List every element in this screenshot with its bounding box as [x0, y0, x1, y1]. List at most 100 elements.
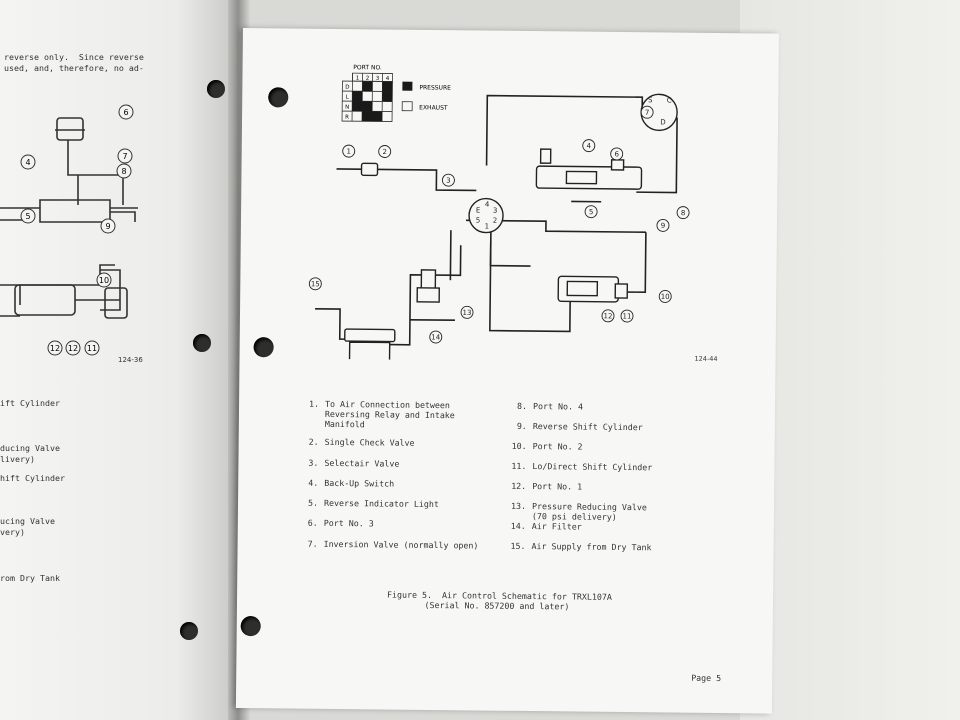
left-top-line-1: reverse only. Since reverse — [4, 52, 144, 62]
part-num-12: 12. — [511, 480, 527, 491]
valve-port-3: 3 — [493, 207, 498, 215]
part-num-6: 6. — [307, 517, 318, 528]
callout-11: 11 — [622, 312, 631, 320]
legend-port-4: 4 — [386, 76, 390, 82]
schematic-fig-code: 124-44 — [695, 355, 718, 363]
left-callout-7: 7 — [122, 152, 127, 161]
left-item-4: hift Cylinder — [0, 473, 65, 483]
binder-hole — [207, 80, 225, 98]
part-text-14: Air Filter — [531, 521, 582, 532]
valve-port-e: E — [476, 206, 481, 214]
valve-port-4: 4 — [485, 201, 490, 209]
port-legend: PORT NO. 1 2 3 4 D L N R PRESSURE E — [341, 64, 451, 122]
left-callout-11: 11 — [87, 344, 97, 353]
binder-hole — [193, 334, 211, 352]
parts-list-left: 1. To Air Connection between Reversing Re… — [243, 28, 779, 551]
legend-row-n: N — [345, 105, 349, 111]
part-text-7: Inversion Valve (normally open) — [323, 538, 479, 551]
callout-3: 3 — [446, 177, 451, 185]
part-num-11: 11. — [511, 460, 527, 471]
left-fig-code: 124-36 — [118, 356, 143, 364]
callout-15: 15 — [311, 280, 320, 288]
part-text-12: Port No. 1 — [532, 481, 583, 492]
left-item-2: ducing Valve — [0, 443, 60, 453]
callout-1: 1 — [346, 148, 351, 156]
part-text-13: Pressure Reducing Valve (70 psi delivery… — [531, 501, 647, 522]
part-num-1: 1. — [309, 398, 320, 409]
air-lines — [315, 94, 678, 346]
part-num-14: 14. — [510, 520, 526, 531]
legend-row-d: D — [345, 85, 349, 91]
part-text-3: Selectair Valve — [324, 457, 400, 469]
left-callout-6: 6 — [123, 108, 128, 117]
left-item-7: rom Dry Tank — [0, 573, 60, 583]
part-text-10: Port No. 2 — [532, 441, 583, 452]
callout-12: 12 — [603, 312, 612, 320]
legend-row-r: R — [345, 115, 349, 121]
legend-port-2: 2 — [366, 76, 370, 82]
figure-caption: Figure 5. Air Control Schematic for TRXL… — [387, 589, 612, 612]
left-page: reverse only. Since reverse used, and, t… — [0, 0, 235, 720]
part-text-6: Port No. 3 — [323, 517, 374, 529]
callout-2: 2 — [382, 148, 387, 156]
part-text-15: Air Supply from Dry Tank — [531, 541, 652, 553]
left-item-5: ucing Valve — [0, 516, 55, 526]
right-page: PORT NO. 1 2 3 4 D L N R PRESSURE E — [235, 28, 779, 714]
callout-6: 6 — [614, 150, 619, 158]
part-text-2: Single Check Valve — [324, 436, 415, 448]
part-num-8: 8. — [517, 400, 528, 411]
left-callout-10: 10 — [99, 276, 109, 285]
parts-list-right: 8. Port No. 4 9. Reverse Shift Cylinder 10… — [243, 28, 779, 552]
part-num-15: 15. — [510, 540, 526, 551]
legend-title: PORT NO. — [353, 64, 382, 71]
legend-port-1: 1 — [356, 76, 360, 82]
part-num-10: 10. — [511, 440, 527, 451]
left-callouts: 6 4 7 8 9 5 10 12 12 11 — [20, 104, 134, 356]
left-callout-12b: 12 — [68, 344, 78, 353]
callout-5: 5 — [589, 208, 594, 216]
callout-10: 10 — [661, 293, 670, 301]
binder-hole — [253, 337, 274, 358]
part-text-1: To Air Connection between Reversing Rela… — [324, 398, 455, 430]
callout-13: 13 — [463, 309, 472, 317]
binder-hole — [180, 622, 198, 640]
left-item-3: livery) — [0, 454, 35, 464]
left-top-line-2: used, and, therefore, no ad- — [4, 63, 144, 73]
legend-row-l: L — [346, 95, 350, 101]
callout-9: 9 — [661, 222, 666, 230]
left-callout-4: 4 — [25, 158, 30, 167]
part-num-3: 3. — [308, 457, 319, 468]
relay-label-c: C — [667, 96, 672, 104]
left-item-6: very) — [0, 527, 25, 537]
part-num-9: 9. — [516, 420, 527, 431]
valve-port-5: 5 — [476, 216, 481, 224]
part-num-5: 5. — [307, 497, 319, 508]
part-num-13: 13. — [510, 500, 527, 511]
part-text-5: Reverse Indicator Light — [323, 497, 439, 510]
left-callout-5: 5 — [25, 212, 30, 221]
part-text-11: Lo/Direct Shift Cylinder — [532, 461, 653, 473]
legend-pressure: PRESSURE — [419, 84, 451, 91]
air-control-schematic: PORT NO. 1 2 3 4 D L N R PRESSURE E — [308, 64, 718, 364]
left-callout-12a: 12 — [50, 344, 60, 353]
valve-port-1: 1 — [485, 223, 490, 231]
part-num-2: 2. — [308, 436, 319, 447]
callout-14: 14 — [431, 333, 441, 341]
binder-hole — [240, 616, 261, 637]
callout-8: 8 — [681, 209, 686, 217]
legend-exhaust: EXHAUST — [419, 104, 448, 111]
left-item-1: ift Cylinder — [0, 398, 60, 408]
callout-4: 4 — [587, 142, 592, 150]
left-schematic: 6 4 7 8 9 5 10 12 12 11 124-36 — [0, 104, 143, 364]
left-callout-8: 8 — [121, 167, 126, 176]
part-text-9: Reverse Shift Cylinder — [532, 421, 643, 433]
page-number: Page 5 — [691, 672, 722, 684]
part-text-4: Back-Up Switch — [324, 477, 395, 489]
left-callout-9: 9 — [105, 222, 110, 231]
part-num-7: 7. — [307, 538, 318, 549]
valve-port-2: 2 — [493, 217, 498, 225]
legend-port-3: 3 — [376, 76, 380, 82]
part-text-8: Port No. 4 — [533, 401, 584, 412]
relay-label-s: S — [648, 96, 653, 104]
part-num-4: 4. — [308, 477, 319, 488]
